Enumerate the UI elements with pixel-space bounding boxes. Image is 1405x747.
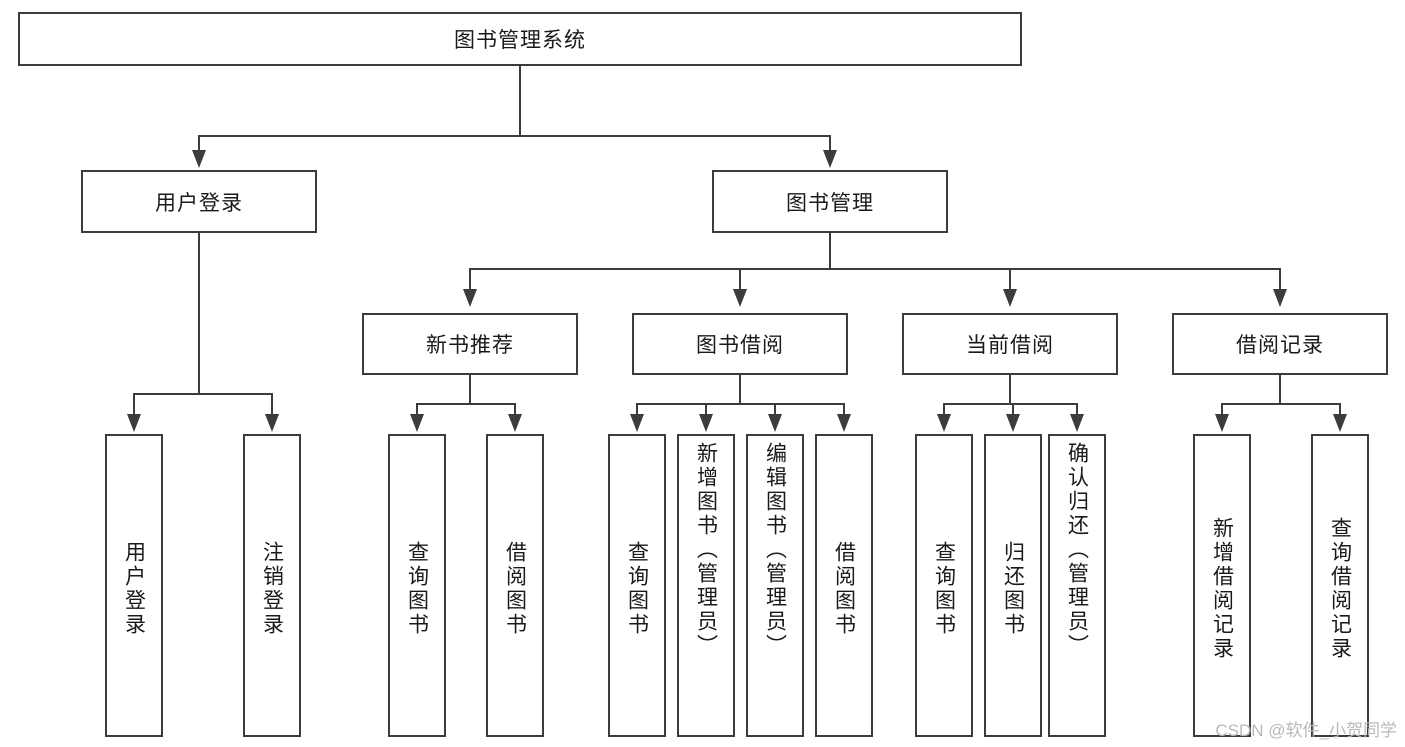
connector-cb-stem — [1009, 375, 1011, 405]
connector-bm-drop-4 — [1279, 268, 1281, 290]
connector-bb-drop-3 — [774, 403, 776, 415]
node-leaf-query-book-2[interactable]: 查询图书 — [608, 434, 666, 737]
arrow-bm-to-new-book-recommend — [463, 289, 477, 307]
connector-bm-drop-1 — [469, 268, 471, 290]
node-leaf-user-login-label: 用户登录 — [122, 540, 146, 637]
connector-bm-drop-3 — [1009, 268, 1011, 290]
node-leaf-confirm-return-label: 确认归还（管理员） — [1065, 442, 1089, 658]
connector-nbr-bar — [416, 403, 516, 405]
connector-br-stem — [1279, 375, 1281, 405]
arrow-root-to-user-login — [192, 150, 206, 168]
node-leaf-query-book-1-label: 查询图书 — [405, 540, 429, 637]
arrow-bb-leaf-3 — [768, 414, 782, 432]
connector-br-drop-2 — [1339, 403, 1341, 415]
node-book-borrow[interactable]: 图书借阅 — [632, 313, 848, 375]
connector-bb-drop-2 — [705, 403, 707, 415]
connector-bm-drop-2 — [739, 268, 741, 290]
connector-nbr-stem — [469, 375, 471, 405]
node-current-borrow[interactable]: 当前借阅 — [902, 313, 1118, 375]
arrow-br-leaf-2 — [1333, 414, 1347, 432]
node-leaf-add-record-label: 新增借阅记录 — [1210, 516, 1234, 661]
connector-book-manage-bar — [469, 268, 1280, 270]
arrow-bm-to-borrow-record — [1273, 289, 1287, 307]
connector-cb-bar — [943, 403, 1077, 405]
node-leaf-add-book[interactable]: 新增图书（管理员） — [677, 434, 735, 737]
node-root-label: 图书管理系统 — [454, 29, 586, 52]
connector-bb-stem — [739, 375, 741, 405]
node-book-manage-label: 图书管理 — [786, 191, 874, 215]
arrow-root-to-book-manage — [823, 150, 837, 168]
node-book-borrow-label: 图书借阅 — [696, 334, 784, 357]
arrow-bb-leaf-4 — [837, 414, 851, 432]
connector-user-login-stem — [198, 233, 200, 394]
node-new-book-recommend-label: 新书推荐 — [426, 334, 514, 357]
connector-bb-bar — [636, 403, 845, 405]
node-leaf-query-book-3[interactable]: 查询图书 — [915, 434, 973, 737]
arrow-bm-to-book-borrow — [733, 289, 747, 307]
node-borrow-record[interactable]: 借阅记录 — [1172, 313, 1388, 375]
node-leaf-borrow-book-2-label: 借阅图书 — [832, 540, 856, 637]
node-leaf-add-book-label: 新增图书（管理员） — [694, 442, 718, 658]
arrow-bb-leaf-1 — [630, 414, 644, 432]
node-leaf-return-book[interactable]: 归还图书 — [984, 434, 1042, 737]
node-new-book-recommend[interactable]: 新书推荐 — [362, 313, 578, 375]
node-leaf-query-book-3-label: 查询图书 — [932, 540, 956, 637]
node-leaf-query-book-1[interactable]: 查询图书 — [388, 434, 446, 737]
node-root[interactable]: 图书管理系统 — [18, 12, 1022, 66]
node-leaf-confirm-return[interactable]: 确认归还（管理员） — [1048, 434, 1106, 737]
arrow-cb-leaf-3 — [1070, 414, 1084, 432]
arrow-user-login-leaf-1 — [127, 414, 141, 432]
node-user-login[interactable]: 用户登录 — [81, 170, 317, 233]
arrow-cb-leaf-2 — [1006, 414, 1020, 432]
connector-nbr-drop-2 — [514, 403, 516, 415]
node-book-manage[interactable]: 图书管理 — [712, 170, 948, 233]
arrow-nbr-leaf-1 — [410, 414, 424, 432]
node-leaf-user-logout-label: 注销登录 — [260, 540, 284, 637]
connector-bb-drop-1 — [636, 403, 638, 415]
connector-br-bar — [1221, 403, 1340, 405]
connector-root-bar — [198, 135, 831, 137]
watermark-text: CSDN @软件_小贺同学 — [1215, 721, 1397, 740]
node-borrow-record-label: 借阅记录 — [1236, 334, 1324, 357]
arrow-bm-to-current-borrow — [1003, 289, 1017, 307]
arrow-bb-leaf-2 — [699, 414, 713, 432]
arrow-user-login-leaf-2 — [265, 414, 279, 432]
node-leaf-add-record[interactable]: 新增借阅记录 — [1193, 434, 1251, 737]
connector-user-login-drop-2 — [271, 393, 273, 415]
connector-user-login-bar — [133, 393, 272, 395]
arrow-br-leaf-1 — [1215, 414, 1229, 432]
node-leaf-borrow-book-1-label: 借阅图书 — [503, 540, 527, 637]
connector-cb-drop-1 — [943, 403, 945, 415]
connector-cb-drop-3 — [1076, 403, 1078, 415]
node-leaf-borrow-book-1[interactable]: 借阅图书 — [486, 434, 544, 737]
node-leaf-query-record[interactable]: 查询借阅记录 — [1311, 434, 1369, 737]
connector-br-drop-1 — [1221, 403, 1223, 415]
node-leaf-user-login[interactable]: 用户登录 — [105, 434, 163, 737]
arrow-nbr-leaf-2 — [508, 414, 522, 432]
node-leaf-edit-book[interactable]: 编辑图书（管理员） — [746, 434, 804, 737]
node-leaf-borrow-book-2[interactable]: 借阅图书 — [815, 434, 873, 737]
connector-root-stem — [519, 66, 521, 136]
node-leaf-query-book-2-label: 查询图书 — [625, 540, 649, 637]
connector-root-to-user-login — [198, 135, 200, 153]
connector-user-login-drop-1 — [133, 393, 135, 415]
node-leaf-edit-book-label: 编辑图书（管理员） — [763, 442, 787, 658]
connector-book-manage-stem — [829, 233, 831, 270]
connector-cb-drop-2 — [1012, 403, 1014, 415]
connector-nbr-drop-1 — [416, 403, 418, 415]
node-leaf-query-record-label: 查询借阅记录 — [1328, 516, 1352, 661]
node-user-login-label: 用户登录 — [155, 191, 243, 215]
arrow-cb-leaf-1 — [937, 414, 951, 432]
node-leaf-return-book-label: 归还图书 — [1001, 540, 1025, 637]
connector-bb-drop-4 — [843, 403, 845, 415]
connector-root-to-book-manage — [829, 135, 831, 153]
node-leaf-user-logout[interactable]: 注销登录 — [243, 434, 301, 737]
node-current-borrow-label: 当前借阅 — [966, 334, 1054, 357]
